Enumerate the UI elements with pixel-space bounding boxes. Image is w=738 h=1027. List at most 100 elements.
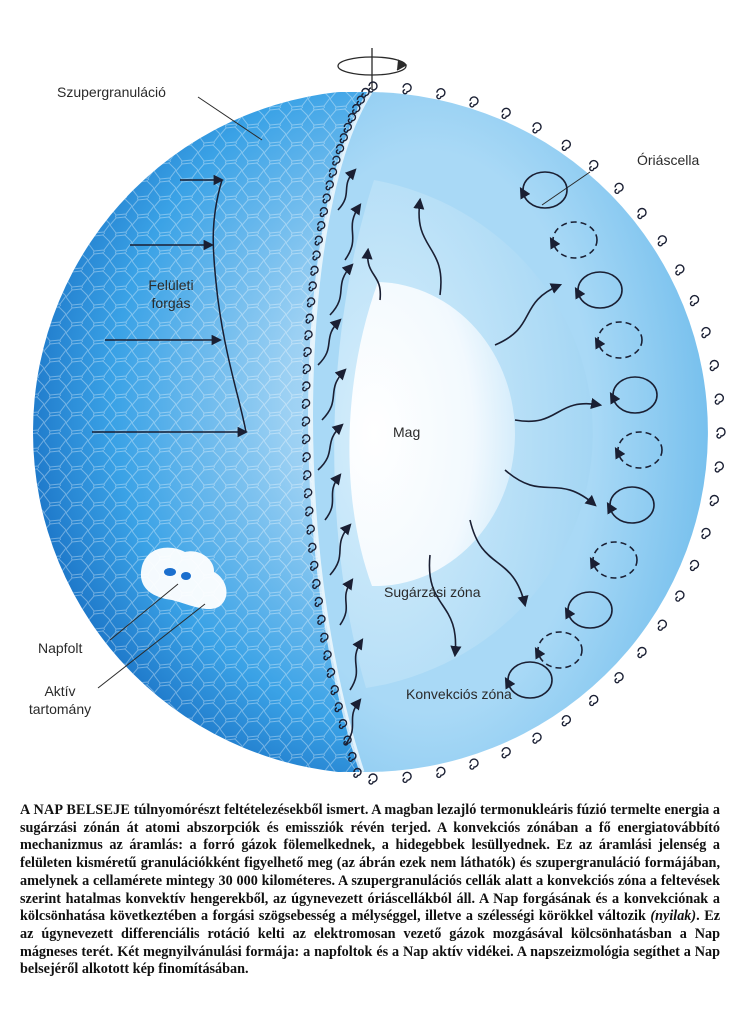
- granule-swirl: [436, 766, 446, 779]
- giant-cell-arrow: [519, 187, 531, 200]
- caption-text-b: . Ez az úgynevezett differenciális rotác…: [20, 908, 721, 978]
- giant-cell-arrow: [574, 287, 586, 300]
- granule-swirl: [303, 470, 312, 481]
- surface-rotation-arrows: [92, 174, 249, 438]
- granule-swirl: [301, 434, 311, 445]
- granule-swirl: [689, 559, 700, 572]
- granule-swirl: [328, 167, 338, 178]
- label-active-region-line2: tartomány: [28, 701, 92, 717]
- granule-swirl: [325, 180, 334, 191]
- granule-swirl: [689, 294, 700, 307]
- giant-cell-arrow: [564, 607, 576, 620]
- granule-swirl: [402, 82, 412, 95]
- flow-arrow: [337, 168, 357, 211]
- granule-swirl: [501, 746, 511, 759]
- flow-arrow: [324, 473, 342, 521]
- granule-swirl: [308, 542, 317, 553]
- flow-arrow: [339, 578, 354, 626]
- label-active-region-line1: Aktív: [44, 683, 76, 699]
- granule-swirl: [356, 95, 365, 106]
- cut-edge: [308, 90, 373, 773]
- flow-arrow: [428, 554, 462, 658]
- flow-arrows: [317, 168, 603, 746]
- granule-swirl: [308, 281, 317, 292]
- granule-swirl: [320, 632, 329, 643]
- granule-swirl: [303, 346, 312, 358]
- label-convection-zone: Konvekciós zóna: [406, 686, 512, 702]
- granule-swirl: [303, 488, 313, 499]
- granule-swirl: [306, 524, 315, 535]
- granule-swirl: [323, 650, 332, 661]
- granule-swirl: [322, 193, 331, 204]
- giant-cell-arrow: [614, 447, 626, 460]
- granule-swirl: [614, 182, 624, 194]
- granule-swirl: [614, 671, 624, 684]
- flow-arrow: [329, 523, 352, 576]
- caption-text-a: túlnyomórészt feltételezésekből ismert. …: [20, 802, 720, 925]
- granule-swirl: [332, 155, 341, 166]
- rotation-axis-icon: [337, 48, 408, 90]
- granule-swirl: [716, 427, 726, 439]
- granule-swirl: [348, 751, 357, 762]
- granule-swirl: [312, 578, 321, 590]
- giant-cell-arrow: [609, 392, 621, 405]
- flow-arrow: [317, 318, 342, 366]
- granule-swirl: [316, 221, 326, 232]
- granule-swirl: [330, 685, 339, 696]
- giant-cell-arrow: [534, 647, 546, 660]
- granule-swirl: [709, 494, 719, 507]
- granule-swirl: [561, 715, 572, 727]
- label-sunspot: Napfolt: [38, 640, 83, 656]
- granule-swirl: [334, 702, 343, 713]
- granule-swirl: [436, 87, 446, 100]
- granule-swirl: [657, 235, 668, 247]
- flow-arrow: [469, 519, 529, 608]
- granule-swirl: [402, 771, 412, 783]
- caption-lead: A NAP BELSEJE: [20, 802, 131, 818]
- flow-arrow: [317, 423, 344, 471]
- granule-swirl: [701, 527, 711, 540]
- flow-arrow: [321, 368, 347, 421]
- giant-cell-arrow: [504, 677, 516, 690]
- granule-swirl: [335, 144, 345, 155]
- granule-swirl: [343, 735, 352, 746]
- giant-cell-arrow: [549, 237, 561, 250]
- granule-swirl: [302, 364, 312, 375]
- flow-arrow: [344, 698, 362, 746]
- granule-swirl: [675, 590, 685, 602]
- granule-swirl: [312, 250, 321, 261]
- flow-arrow: [329, 263, 354, 316]
- flow-arrow: [344, 203, 362, 261]
- core: [349, 282, 515, 587]
- label-radiation-zone: Sugárzási zóna: [384, 584, 481, 600]
- granule-swirl: [319, 207, 329, 218]
- granule-swirl: [310, 265, 319, 276]
- granule-swirl: [657, 619, 668, 631]
- granule-swirl: [326, 667, 336, 678]
- granule-swirl: [338, 718, 348, 730]
- giant-cell-arrow: [594, 337, 606, 350]
- granule-swirl: [301, 416, 311, 427]
- granule-swirl: [352, 103, 361, 115]
- granule-swirl: [314, 235, 323, 246]
- caption-italic: (nyilak): [650, 908, 697, 925]
- granule-swirls: [301, 81, 726, 785]
- granule-swirl: [306, 297, 316, 308]
- granule-swirl: [347, 113, 357, 124]
- granule-swirl: [532, 732, 542, 744]
- granule-swirl: [589, 694, 599, 707]
- granule-swirl: [314, 596, 323, 608]
- granule-swirl: [353, 767, 362, 778]
- granule-swirl: [709, 359, 719, 372]
- granule-swirl: [310, 560, 319, 571]
- sunspot-active-region: [140, 547, 227, 610]
- granule-swirl: [302, 381, 311, 392]
- granule-swirl: [701, 326, 711, 339]
- flow-arrow: [504, 469, 597, 507]
- granule-swirl: [305, 313, 314, 324]
- granule-swirl: [637, 646, 647, 659]
- flow-arrow: [361, 247, 382, 301]
- granule-swirl: [532, 122, 542, 134]
- leader-lines: [97, 96, 591, 689]
- granule-swirl: [339, 133, 348, 144]
